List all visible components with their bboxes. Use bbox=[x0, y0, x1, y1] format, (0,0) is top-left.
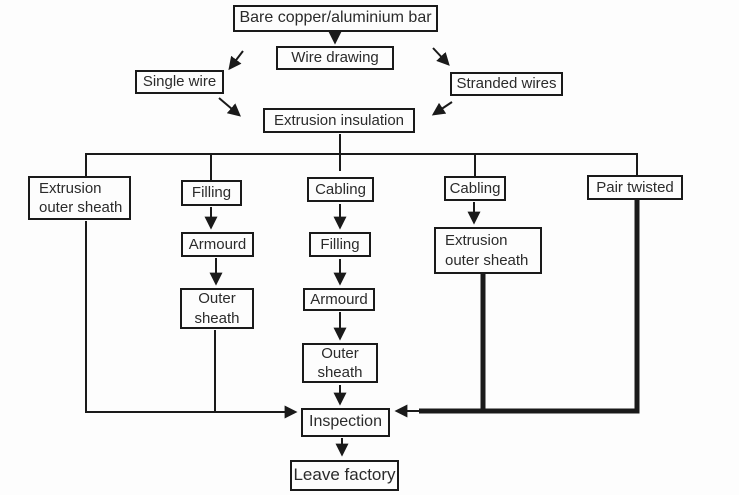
arrow-wire-drawing-to-stranded-wires bbox=[432, 47, 450, 66]
node-extrusion-insulation: Extrusion insulation bbox=[263, 108, 415, 133]
node-inspection: Inspection bbox=[301, 408, 390, 437]
node-leave-factory: Leave factory bbox=[290, 460, 399, 491]
arrow-wire-drawing-to-single-wire bbox=[228, 50, 244, 71]
node-pair-twisted: Pair twisted bbox=[587, 175, 683, 200]
node-extrusion-outer-sheath-right: Extrusion outer sheath bbox=[434, 227, 542, 274]
node-armourd-left: Armourd bbox=[181, 232, 254, 257]
arrow-connectors bbox=[85, 31, 481, 457]
node-filling-left: Filling bbox=[181, 180, 242, 206]
node-wire-drawing: Wire drawing bbox=[276, 46, 394, 70]
header-branch-line bbox=[85, 153, 638, 176]
node-single-wire: Single wire bbox=[135, 70, 224, 94]
arrow-stranded-wires-to-insulation bbox=[431, 101, 453, 116]
node-armourd-center: Armourd bbox=[303, 288, 375, 311]
node-cabling-right: Cabling bbox=[444, 176, 506, 201]
node-extrusion-outer-sheath-left: Extrusion outer sheath bbox=[28, 176, 131, 220]
arrow-single-wire-to-insulation bbox=[218, 97, 241, 117]
node-filling-center: Filling bbox=[309, 232, 371, 257]
node-outer-sheath-center: Outer sheath bbox=[302, 343, 378, 383]
node-outer-sheath-left: Outer sheath bbox=[180, 288, 254, 329]
node-cabling-center: Cabling bbox=[307, 177, 374, 202]
node-stranded-wires: Stranded wires bbox=[450, 72, 563, 96]
node-bare-copper-aluminium-bar: Bare copper/aluminium bar bbox=[233, 5, 438, 32]
